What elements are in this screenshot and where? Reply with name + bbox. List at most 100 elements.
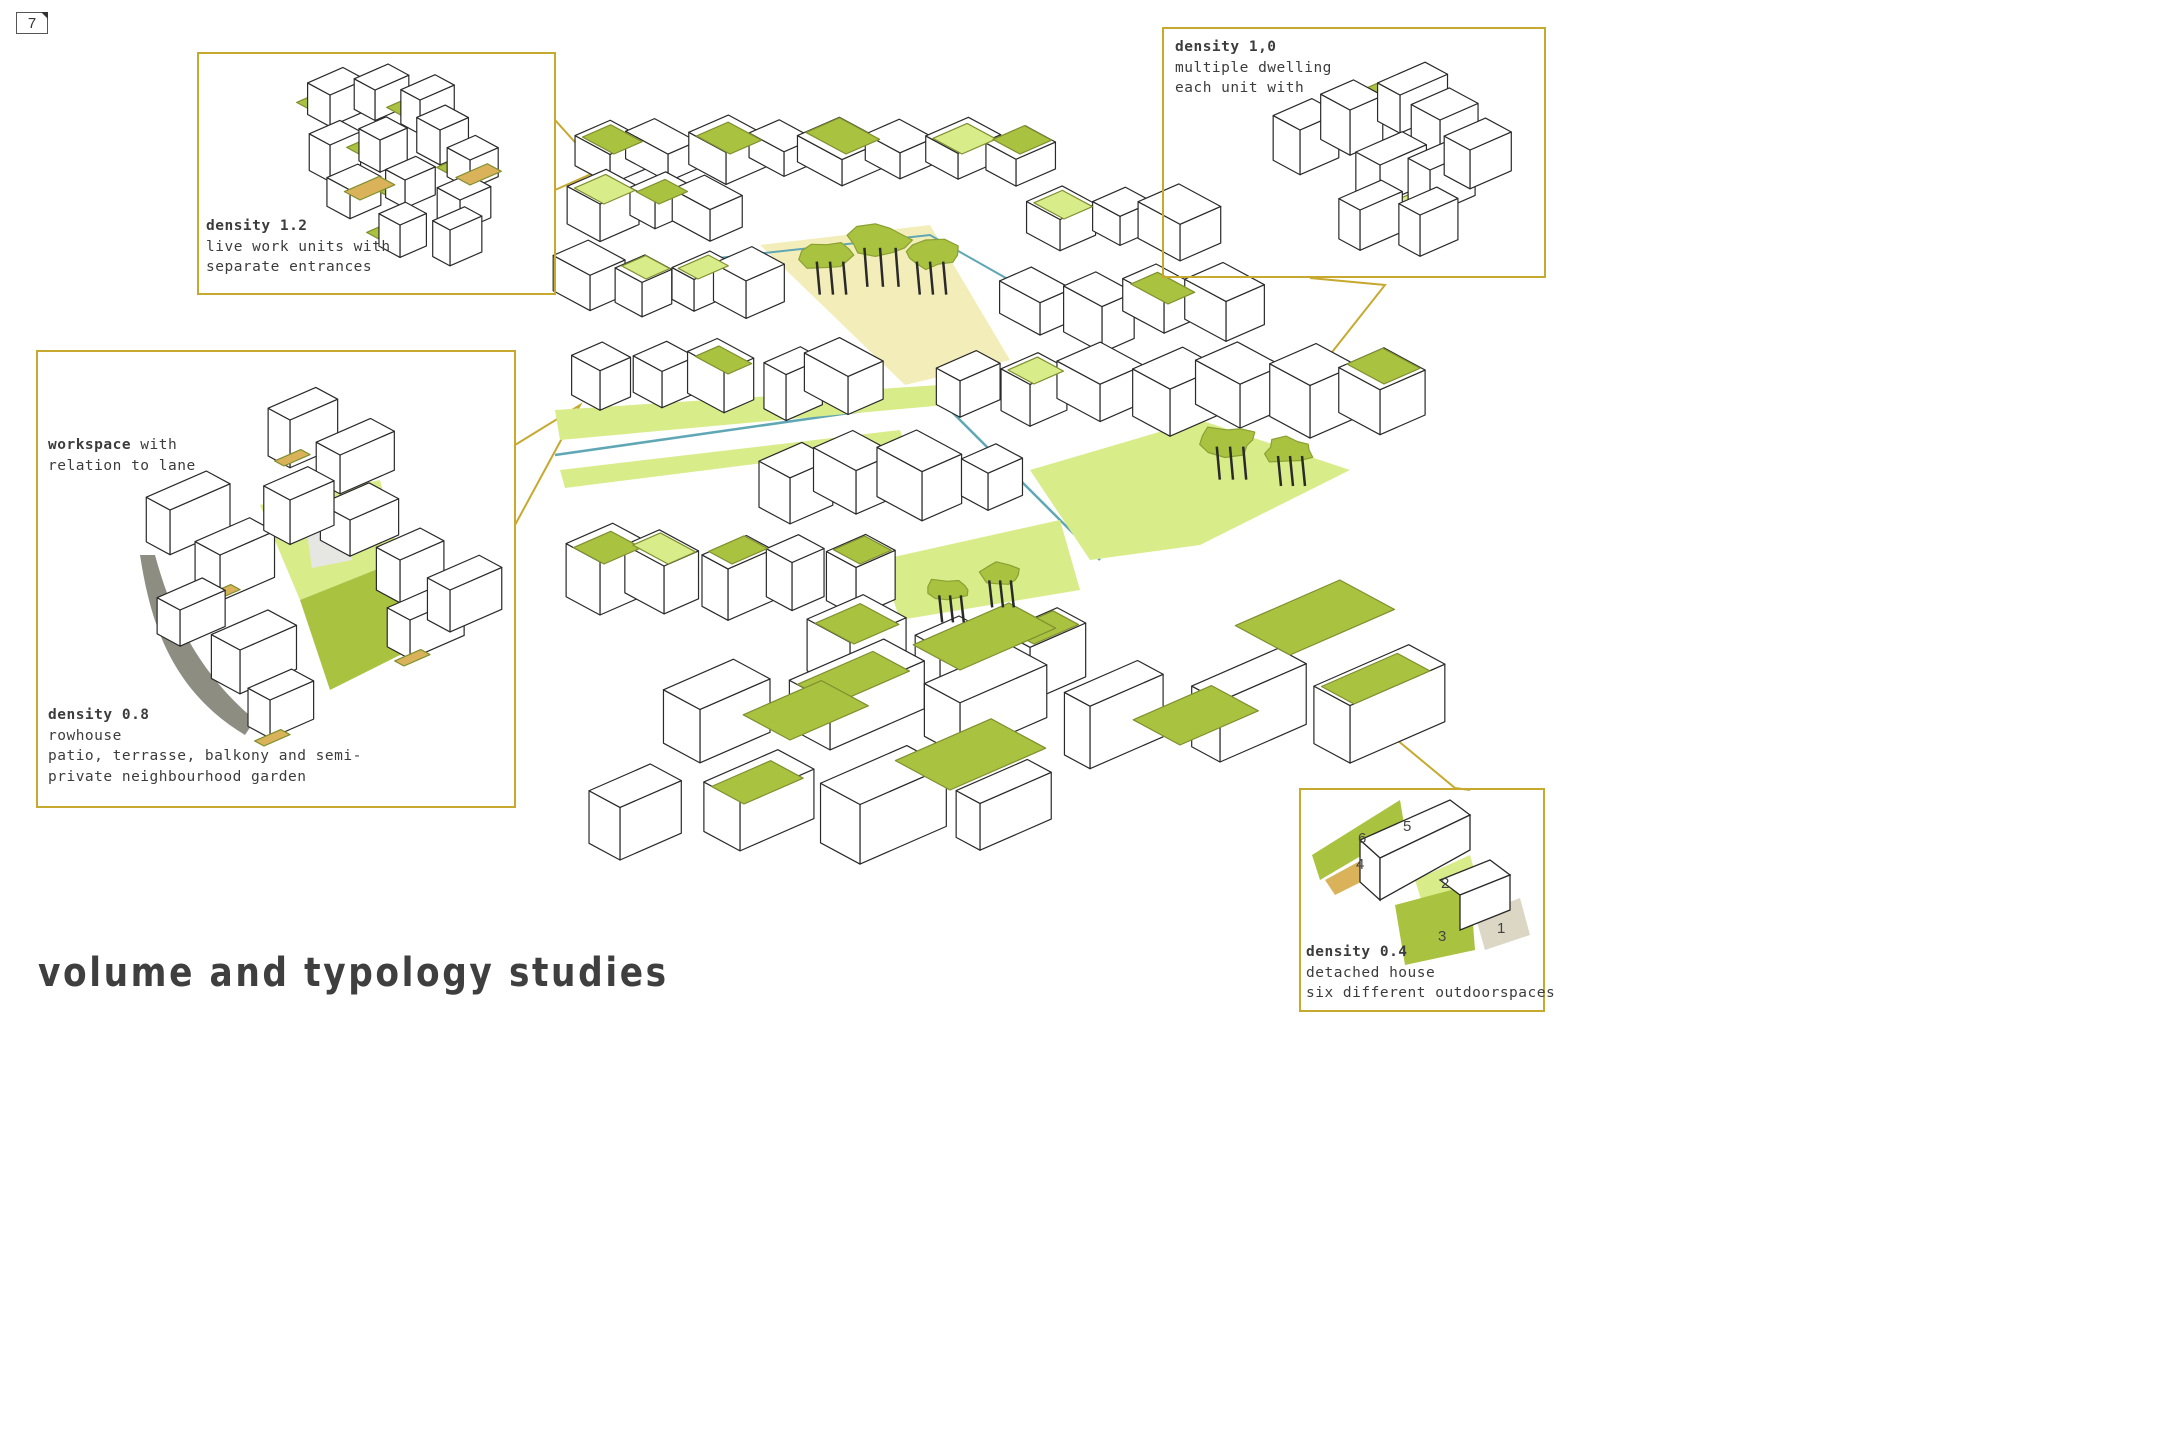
caption-line: relation to lane (48, 457, 196, 474)
building-roof (446, 134, 499, 161)
garden-plot (1132, 684, 1259, 746)
garden-plot (832, 535, 892, 565)
house-wall (1459, 874, 1511, 931)
building-roof (712, 246, 785, 282)
garden-plot (695, 121, 763, 155)
building-roof (588, 763, 682, 809)
callout-frame-density-1-2 (197, 52, 556, 295)
tree-trunk (998, 580, 1005, 608)
page-corner-icon (41, 12, 48, 19)
space-number: 4 (1356, 856, 1365, 873)
caption-heading: density 0.8 (48, 707, 150, 723)
inset-density-1-0-sketch (1272, 61, 1512, 257)
building-roof (353, 63, 410, 91)
building-roof (1338, 179, 1403, 211)
tree-trunk (948, 595, 955, 623)
garden-plot (572, 530, 642, 565)
garden-plot (274, 448, 311, 467)
house-wall (1379, 813, 1471, 902)
garden-plot (805, 117, 881, 155)
garden-plot (581, 124, 643, 155)
caption-line: detached house (1306, 964, 1436, 981)
caption-line: private neighbourhood garden (48, 768, 307, 785)
garden-plot (1320, 652, 1431, 705)
garden-plot (394, 648, 431, 667)
building-roof (308, 119, 362, 146)
garden-plot (621, 254, 671, 280)
diagram-sheet: 7 (16, 12, 1555, 1012)
tree-canopies (798, 223, 1314, 623)
garden-plot (632, 532, 697, 565)
garden-plot (912, 602, 1057, 671)
building-roof (571, 341, 632, 372)
caption-heading: density 1.2 (206, 218, 308, 234)
green-strip (560, 430, 905, 488)
tree-trunk (815, 261, 822, 295)
tree-canopy (1263, 435, 1314, 463)
building-roof (1184, 261, 1265, 303)
caption-heading: density 1,0 (1175, 39, 1277, 55)
building-roof (1320, 79, 1384, 111)
building-roof (998, 266, 1073, 304)
tree-canopy (978, 561, 1020, 585)
garden-plot (710, 760, 804, 805)
building-roof (378, 201, 428, 226)
building-roof (1137, 183, 1222, 225)
building-roof (876, 429, 963, 473)
tree-trunk (1228, 446, 1235, 480)
space-number: 3 (1438, 928, 1447, 945)
garden-plot (254, 728, 291, 747)
tree-trunk (1288, 455, 1295, 487)
inset-density-1-2-sketch (296, 63, 502, 267)
callout-frame-density-0-8 (36, 350, 516, 808)
inset-density-0-8-sketch (140, 386, 503, 747)
main-aerial-sketch (552, 114, 1446, 865)
inset-density-0-4-sketch (1312, 799, 1530, 965)
building-roof (145, 470, 231, 511)
garden-plot (992, 125, 1053, 155)
building-roof (263, 466, 335, 501)
building-roof (267, 386, 339, 421)
tree-trunk (828, 261, 835, 295)
caption-density-0-4: density 0.4 detached house six different… (1306, 942, 1555, 1004)
building-roof (1443, 117, 1512, 151)
caption-line: each unit with (1175, 80, 1305, 96)
tree-trunk (878, 247, 885, 287)
building-roof (671, 174, 743, 211)
garden-plot (677, 254, 729, 280)
garden-plot (932, 122, 997, 155)
tree-trunk (1300, 455, 1307, 487)
garden-plot (343, 175, 396, 201)
building-roof (1376, 61, 1449, 96)
callout-frame-density-0-4 (1299, 788, 1545, 1012)
caption-line: live work units with (206, 238, 391, 255)
building-roof (416, 104, 470, 131)
building-roof (1410, 87, 1479, 121)
park-lawn (880, 520, 1080, 620)
caption-line: six different outdoorspaces (1306, 985, 1556, 1001)
garden-plot (1234, 579, 1396, 656)
space-number: 6 (1358, 830, 1367, 847)
sheet-number: 7 (27, 15, 37, 32)
building-roof (385, 155, 436, 181)
caption-line: rowhouse (48, 727, 122, 744)
garden-three (1395, 885, 1475, 965)
building-roof (315, 417, 395, 456)
sheet-number-badge: 7 (16, 12, 48, 34)
building-roof (1355, 131, 1428, 166)
tree-trunk (1009, 580, 1016, 608)
garden-plot (742, 679, 869, 741)
building-roof (662, 658, 771, 711)
tree-trunk (937, 595, 944, 623)
building-roof (624, 118, 698, 155)
building-roof (955, 758, 1052, 805)
tree-trunk (959, 595, 966, 623)
isometric-sketch (140, 61, 1530, 965)
tree-trunk (1215, 446, 1222, 480)
park-lawn (1030, 420, 1350, 560)
caption-workspace: workspace with relation to lane (48, 435, 196, 476)
garden-plot (1007, 356, 1065, 385)
caption-density-1-2: density 1.2 live work units with separat… (206, 216, 391, 278)
tree-trunk (841, 261, 848, 295)
caption-heading: density 0.4 (1306, 944, 1408, 960)
